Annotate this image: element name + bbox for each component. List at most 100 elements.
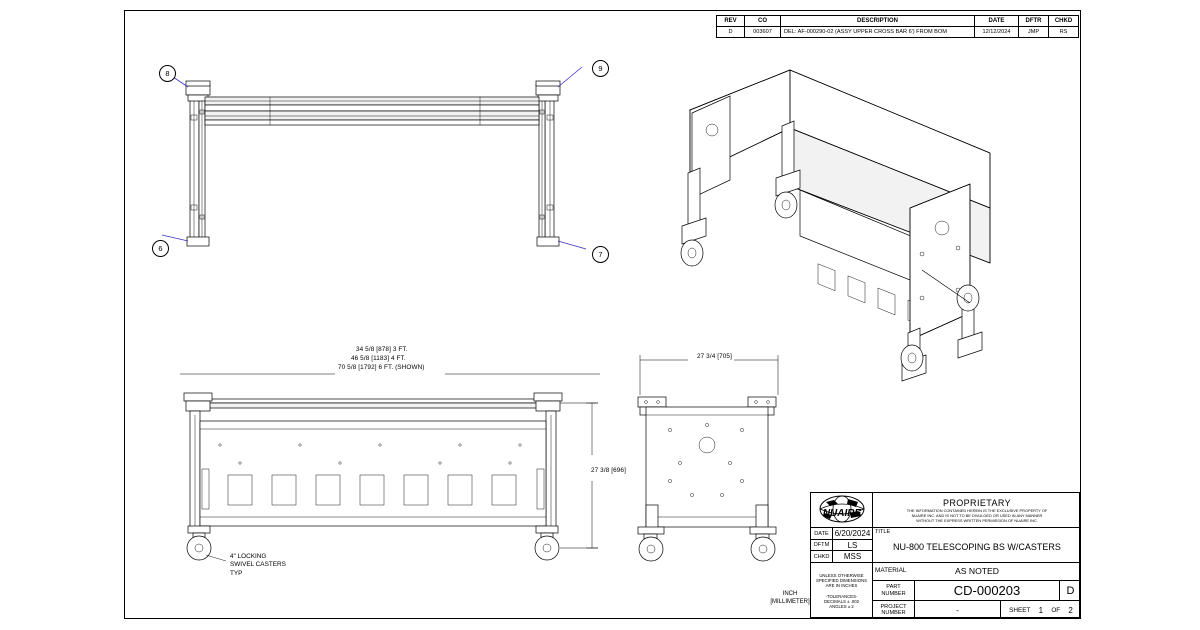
dim-width-6ft: 70 5/8 [1792] 6 FT. (SHOWN)	[338, 364, 425, 371]
tolerance-header: -TOLERANCES-	[825, 593, 858, 599]
tolerance-line-3: ARE IN INCHES	[825, 583, 858, 589]
date-row: DATE 6/20/2024	[811, 528, 872, 540]
note-casters: 4" LOCKING SWIVEL CASTERS TYP	[230, 553, 286, 578]
cell-rev: D	[716, 26, 745, 38]
cell-dftr: JMP	[1018, 26, 1049, 38]
part-number-label-1: PART	[886, 584, 901, 591]
iso-end-plate	[909, 183, 971, 341]
material-row: MATERIAL AS NOTED	[872, 563, 1081, 581]
project-number-row: PROJECT NUMBER - SHEET 1 OF 2	[872, 601, 1081, 619]
dftm-value: LS	[847, 540, 858, 550]
proprietary-title: PROPRIETARY	[942, 497, 1012, 508]
col-description: DESCRIPTION	[780, 15, 975, 27]
company-logo: NUAIRE	[811, 493, 872, 528]
material-label: MATERIAL	[875, 567, 907, 574]
col-chkd: CHKD	[1048, 15, 1079, 27]
col-co: CO	[744, 15, 781, 27]
leader-6	[161, 234, 189, 242]
balloon-8[interactable]: 8	[159, 65, 176, 82]
title-value: NU-800 TELESCOPING BS W/CASTERS	[893, 542, 1061, 552]
chkd-value: MSS	[843, 552, 862, 561]
iso-casters	[680, 169, 983, 382]
view-side-with-casters	[630, 355, 810, 585]
sv-center-hole	[698, 436, 716, 454]
title-label: TITLE	[875, 529, 891, 535]
date-value: 6/20/2024	[834, 529, 871, 538]
project-number-label: PROJECT NUMBER	[873, 601, 915, 619]
tolerance-preface: UNLESS OTHERWISE SPECIFIED DIMENSIONS AR…	[816, 573, 867, 589]
table-row: D 003607 DEL: AF-000290-02 (ASSY UPPER C…	[716, 26, 1079, 38]
revision-value: D	[1059, 581, 1081, 600]
bl-right-caster	[534, 525, 560, 561]
sv-right-flange	[747, 396, 777, 408]
part-number-row: PART NUMBER CD-000203 D	[872, 581, 1081, 601]
dim-side-width: 27 3/4 [705]	[697, 353, 732, 360]
view-front-with-casters	[180, 373, 600, 585]
balloon-7[interactable]: 7	[592, 246, 609, 263]
tolerance-values: -TOLERANCES- DECIMALS ± .002 ANGLES ± 2	[824, 594, 859, 610]
sv-end-plate	[645, 406, 769, 528]
sv-left-caster	[637, 526, 665, 562]
iso-frame	[687, 69, 991, 369]
leader-9	[557, 66, 583, 88]
cell-date: 12/12/2024	[974, 26, 1019, 38]
tolerance-line-1: UNLESS OTHERWISE	[819, 572, 864, 578]
part-number-label: PART NUMBER	[873, 581, 915, 600]
project-number-value: -	[915, 601, 1001, 619]
part-number-value: CD-000203	[953, 583, 1021, 598]
note-casters-line1: 4" LOCKING	[230, 553, 267, 560]
bl-height-dim	[560, 402, 598, 549]
proprietary-line-3: WITHOUT THE EXPRESS WRITTEN PERMISSION O…	[916, 517, 1038, 523]
view-isometric-assembly	[670, 58, 1070, 382]
balloon-9[interactable]: 9	[592, 60, 609, 77]
revision-table: REV CO DESCRIPTION DATE DFTR CHKD D 0036…	[716, 15, 1079, 38]
title-block: NUAIRE PROPRIETARY THE INFORMATION CONTA…	[810, 492, 1081, 619]
sv-width-dim	[639, 355, 779, 395]
right-column	[535, 84, 561, 247]
dim-width-4ft: 46 5/8 [1183] 4 FT.	[351, 355, 406, 362]
svg-text:NUAIRE: NUAIRE	[822, 508, 861, 519]
sheet-number: 1	[1038, 605, 1044, 615]
proprietary-line-1: THE INFORMATION CONTAINED HEREIN IS THE …	[906, 507, 1048, 513]
caster-leader	[205, 554, 227, 562]
cell-description: DEL: AF-000290-02 (ASSY UPPER CROSS BAR …	[780, 26, 975, 38]
sheet-total: 2	[1068, 605, 1073, 615]
tolerance-line-2: SPECIFIED DIMENSIONS	[815, 578, 868, 584]
bl-left-caster	[186, 525, 212, 561]
unit-note-millimeter: [MILLIMETER]	[770, 598, 810, 605]
note-casters-line2: SWIVEL CASTERS	[230, 561, 286, 569]
dftm-label: DFTM	[811, 540, 833, 550]
upper-cross-bars	[204, 96, 540, 126]
note-casters-line3: TYP	[230, 569, 243, 577]
bl-main-panel	[199, 420, 547, 527]
tolerance-decimals: DECIMALS ± .002	[823, 598, 860, 604]
col-date: DATE	[974, 15, 1019, 27]
cell-chkd: RS	[1048, 26, 1079, 38]
col-dftr: DFTR	[1018, 15, 1049, 27]
nuaire-globe-icon: NUAIRE	[819, 495, 864, 523]
dim-width-3ft: 34 5/8 [878] 3 FT.	[356, 346, 408, 353]
sheet-info: SHEET 1 OF 2	[1001, 601, 1081, 619]
tolerance-angles: ANGLES ± 2	[829, 603, 854, 609]
right-top-cap	[535, 80, 561, 87]
iso-leader	[921, 269, 971, 304]
cell-co: 003607	[744, 26, 781, 38]
unit-note: INCH [MILLIMETER]	[750, 591, 830, 606]
sheet-label: SHEET	[1009, 606, 1031, 614]
sv-left-flange	[637, 396, 667, 408]
left-top-cap	[185, 80, 211, 87]
sheet-of: OF	[1051, 606, 1061, 614]
date-label: DATE	[811, 528, 833, 539]
bl-top-rails	[183, 392, 563, 412]
dim-front-height: 27 3/8 [696]	[591, 467, 626, 474]
tolerance-note: UNLESS OTHERWISE SPECIFIED DIMENSIONS AR…	[811, 563, 872, 619]
leader-7	[557, 240, 587, 250]
balloon-6[interactable]: 6	[152, 240, 169, 257]
proprietary-line-2: NUAIRE INC. AND IS NOT TO BE DIVULGED OR…	[911, 512, 1043, 518]
unit-note-inch: INCH	[782, 591, 798, 597]
chkd-row: CHKD MSS	[811, 551, 872, 563]
chkd-label: CHKD	[811, 551, 833, 562]
dftm-row: DFTM LS	[811, 540, 872, 551]
left-column	[185, 84, 211, 247]
